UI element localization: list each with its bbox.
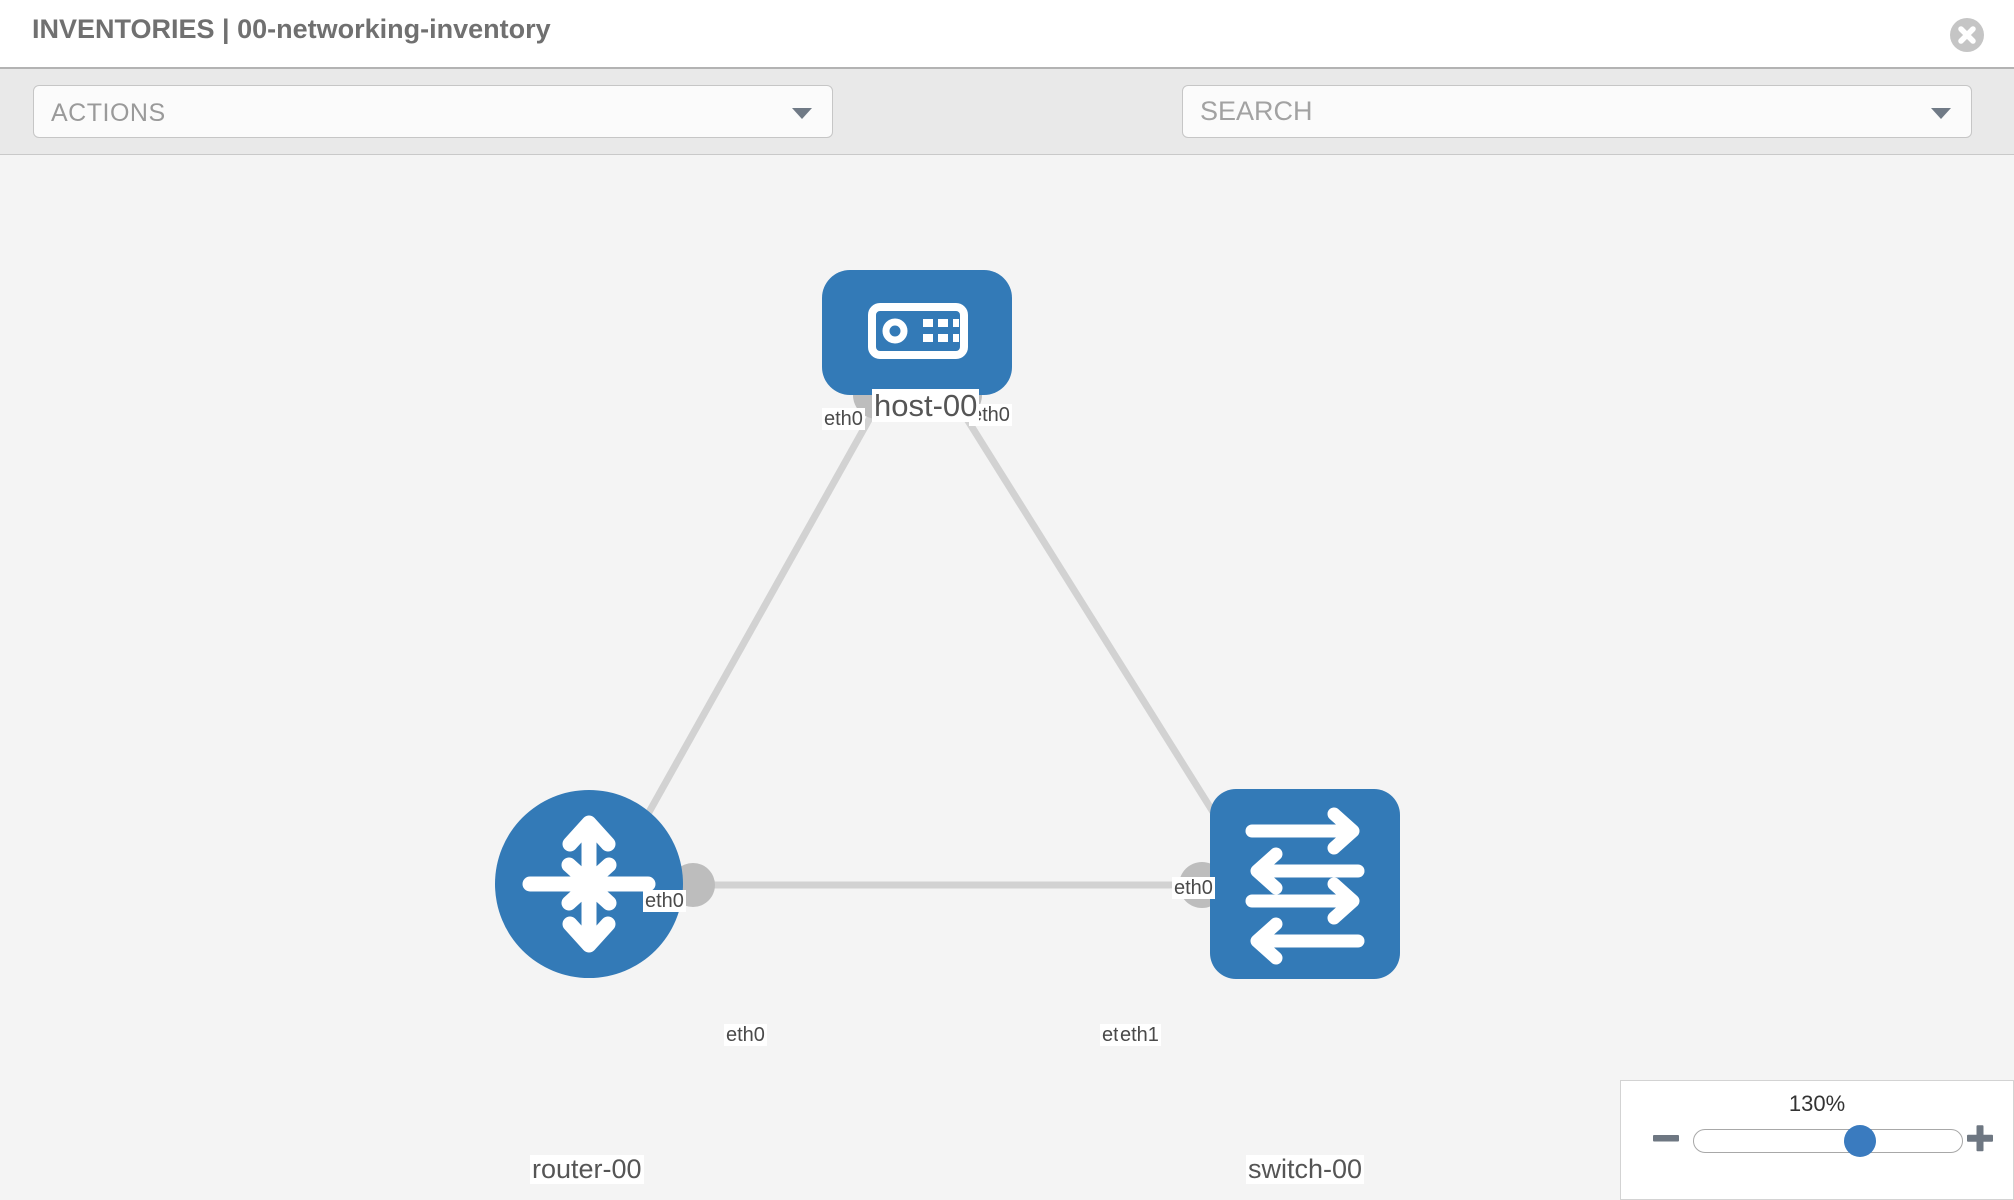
minus-icon [1653, 1135, 1679, 1142]
edge-label-host00-eth0-right: eth0 [969, 404, 1012, 426]
toolbar: ACTIONS SEARCH [0, 69, 2014, 200]
edge-host00-router00[interactable] [621, 398, 884, 857]
zoom-control-panel: 130% [1620, 1080, 2014, 1200]
edge-label-router00-eth0-up: eth0 [643, 890, 686, 912]
chevron-down-icon [1931, 108, 1951, 119]
node-label-router-00: router-00 [530, 1154, 644, 1185]
actions-dropdown[interactable]: ACTIONS [33, 85, 833, 138]
zoom-slider-track[interactable] [1693, 1125, 1963, 1157]
zoom-slider-handle[interactable] [1844, 1125, 1877, 1157]
page-header: INVENTORIES | 00-networking-inventory [0, 0, 2014, 69]
edge-label-switch00-eth1: eth1 [1118, 1024, 1161, 1046]
node-label-switch-00: switch-00 [1246, 1154, 1365, 1185]
zoom-in-button[interactable] [1963, 1121, 1997, 1155]
node-label-host-00: host-00 [872, 388, 980, 423]
close-button[interactable] [1950, 18, 1984, 52]
edge-host00-switch00[interactable] [952, 398, 1243, 857]
search-placeholder: SEARCH [1200, 96, 1313, 126]
edge-label-host00-eth0-left: eth0 [822, 408, 865, 430]
edge-label-router00-eth0-right: eth0 [724, 1024, 767, 1046]
topology-graph [495, 270, 1400, 979]
node-switch-00[interactable] [1210, 789, 1400, 979]
zoom-out-button[interactable] [1649, 1121, 1683, 1155]
actions-dropdown-label: ACTIONS [51, 99, 166, 127]
plus-icon [1967, 1125, 1993, 1152]
zoom-percent-label: 130% [1788, 1091, 1846, 1116]
topology-canvas[interactable]: eth0 eth0 eth0 eth0 eth0 eth0 eth1 host-… [0, 155, 2014, 1200]
node-router-00[interactable] [495, 790, 683, 978]
close-icon [1958, 26, 1976, 44]
edge-label-switch00-eth0-up: eth0 [1172, 877, 1215, 899]
chevron-down-icon [792, 108, 812, 119]
search-input[interactable]: SEARCH [1182, 85, 1972, 138]
page-title: INVENTORIES | 00-networking-inventory [32, 14, 551, 44]
node-host-00[interactable] [822, 270, 1012, 395]
